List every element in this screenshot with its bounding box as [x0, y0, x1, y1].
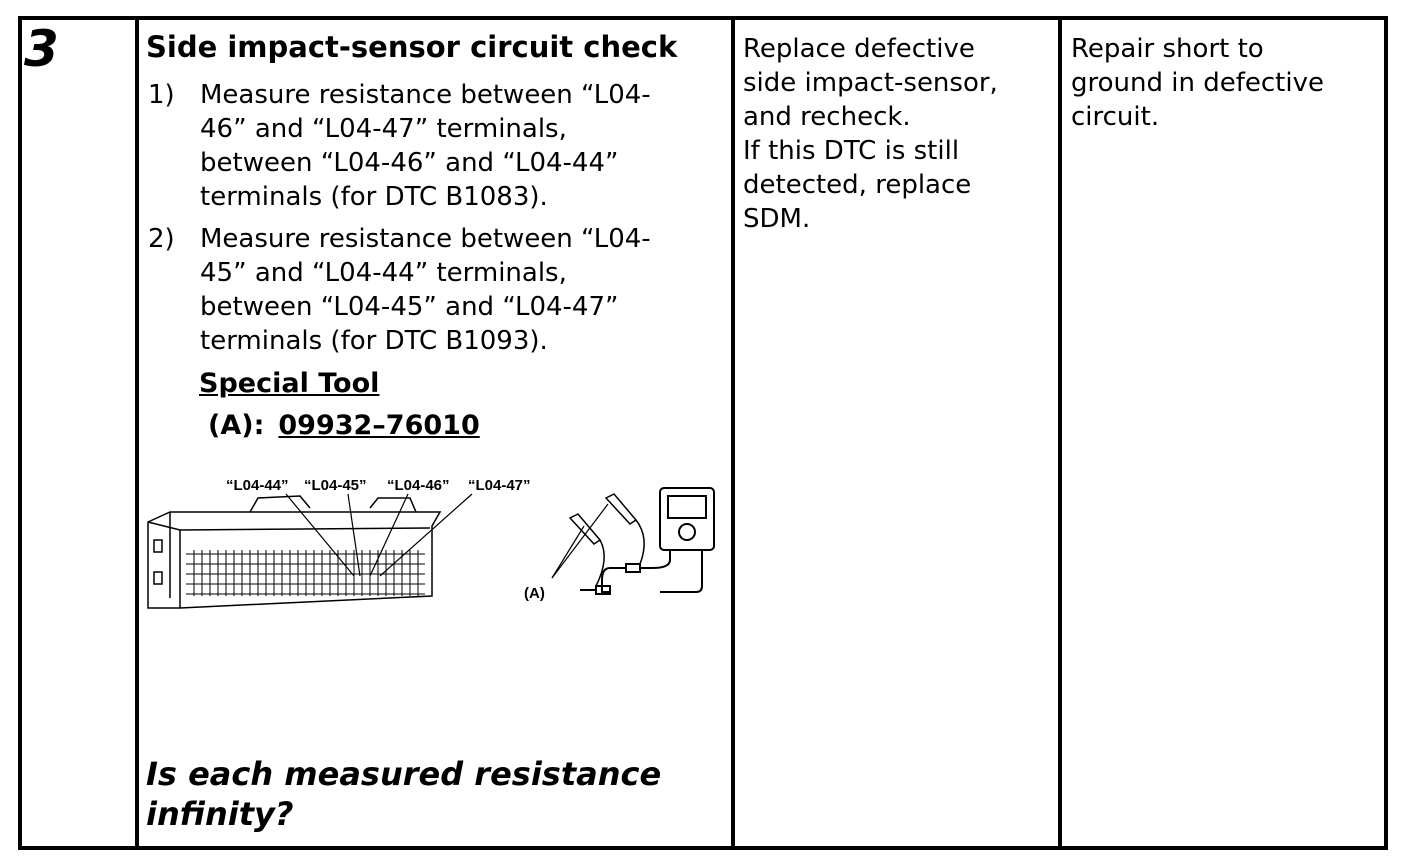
- item-line: terminals (for DTC B1083).: [200, 182, 548, 212]
- special-tool-heading: Special Tool: [199, 368, 380, 399]
- column-divider: [1058, 20, 1062, 846]
- item-text: Measure resistance between “L04- 45” and…: [200, 222, 700, 358]
- action-line: detected, replace: [743, 170, 972, 200]
- question-text: Is each measured resistance infinity?: [146, 754, 726, 834]
- item-number: 2): [148, 224, 175, 254]
- yes-action-cell: Replace defective side impact-sensor, an…: [743, 32, 1053, 236]
- question-line: infinity?: [146, 795, 294, 833]
- step-title: Side impact-sensor circuit check: [146, 30, 678, 64]
- item-line: between “L04-46” and “L04-44”: [200, 148, 619, 178]
- connector-icon: [147, 495, 442, 609]
- special-tool-label: (A):: [208, 410, 265, 441]
- terminal-label: “L04-46”: [387, 477, 450, 494]
- tool-leader-lines: [551, 503, 609, 579]
- terminal-label: “L04-45”: [304, 477, 367, 494]
- action-line: and recheck.: [743, 102, 911, 132]
- column-divider: [135, 20, 139, 846]
- action-line: If this DTC is still: [743, 136, 960, 166]
- action-line: Replace defective: [743, 34, 975, 64]
- item-line: Measure resistance between “L04-: [200, 224, 651, 254]
- terminal-label: “L04-47”: [468, 477, 531, 494]
- action-line: side impact-sensor,: [743, 68, 998, 98]
- terminal-leader-lines: [285, 493, 473, 577]
- item-text: Measure resistance between “L04- 46” and…: [200, 78, 700, 214]
- probe-icon: [568, 493, 645, 587]
- action-line: ground in defective: [1071, 68, 1324, 98]
- step-number: 3: [24, 20, 59, 78]
- action-line: circuit.: [1071, 102, 1160, 132]
- column-divider: [731, 20, 735, 846]
- special-tool-part-number: 09932–76010: [278, 410, 480, 441]
- special-tool-line: (A): 09932–76010: [208, 410, 480, 441]
- no-action-cell: Repair short to ground in defective circ…: [1071, 32, 1371, 134]
- diagnostic-table: [18, 16, 1388, 850]
- item-line: terminals (for DTC B1093).: [200, 326, 548, 356]
- connector-ohmmeter-figure: “L04-44” “L04-45” “L04-46” “L04-47”: [147, 477, 715, 609]
- item-line: 46” and “L04-47” terminals,: [200, 114, 567, 144]
- action-line: SDM.: [743, 204, 811, 234]
- item-line: Measure resistance between “L04-: [200, 80, 651, 110]
- terminal-label: “L04-44”: [226, 477, 289, 494]
- action-line: Repair short to: [1071, 34, 1264, 64]
- item-line: 45” and “L04-44” terminals,: [200, 258, 567, 288]
- tool-label: (A): [524, 585, 545, 602]
- question-line: Is each measured resistance: [146, 755, 662, 793]
- item-line: between “L04-45” and “L04-47”: [200, 292, 619, 322]
- item-number: 1): [148, 80, 175, 110]
- ohmmeter-icon: [580, 487, 715, 595]
